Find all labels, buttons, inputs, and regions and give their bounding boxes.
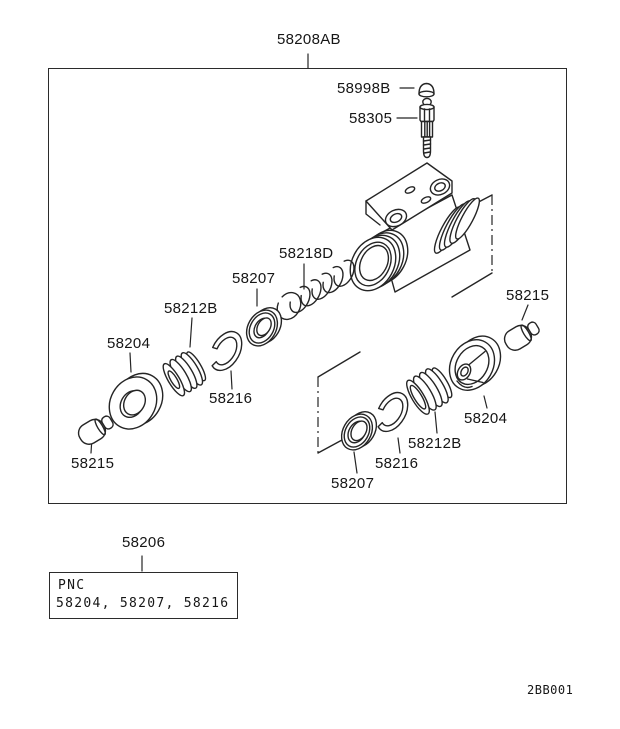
callout-cup-right: 58212B: [408, 435, 462, 452]
end-cap-right: [503, 321, 540, 351]
piston-left: [108, 372, 164, 430]
bleeder-screw: [419, 97, 435, 159]
callout-cup-left: 58212B: [164, 300, 218, 317]
wheel-cylinder-body: [349, 162, 481, 293]
callout-repair-kit: 58206: [122, 534, 166, 551]
pnc-codes: 58204, 58207, 58216: [56, 596, 230, 611]
return-spring: [276, 259, 355, 321]
bleeder-cap: [418, 82, 435, 98]
callout-spring: 58218D: [279, 245, 334, 262]
snap-ring-left: [211, 330, 243, 372]
callout-cap-right: 58215: [506, 287, 550, 304]
callout-piston-left: 58204: [107, 335, 151, 352]
callout-bleeder-cap: 58998B: [337, 80, 391, 97]
callout-assembly: 58208AB: [277, 31, 341, 48]
piston-right: [448, 335, 502, 391]
callout-snap-ring-left: 58216: [209, 390, 253, 407]
diagram-frame: [48, 68, 567, 504]
callout-bleeder-screw: 58305: [349, 110, 393, 127]
piston-cup-left: [162, 351, 207, 397]
piston-seal-left: [245, 307, 283, 347]
pnc-box: [49, 572, 238, 619]
callout-snap-ring-right: 58216: [375, 455, 419, 472]
figure-code: 2BB001: [527, 683, 574, 697]
pnc-title: PNC: [58, 578, 86, 593]
snap-ring-right: [377, 391, 409, 433]
piston-cup-right: [406, 367, 453, 415]
callout-piston-right: 58204: [464, 410, 508, 427]
callout-seal-left: 58207: [232, 270, 276, 287]
end-cap-left: [77, 415, 114, 445]
callout-seal-right: 58207: [331, 475, 375, 492]
leader-lines: [90, 53, 529, 572]
callout-cap-left: 58215: [71, 455, 115, 472]
piston-seal-right: [340, 411, 378, 451]
